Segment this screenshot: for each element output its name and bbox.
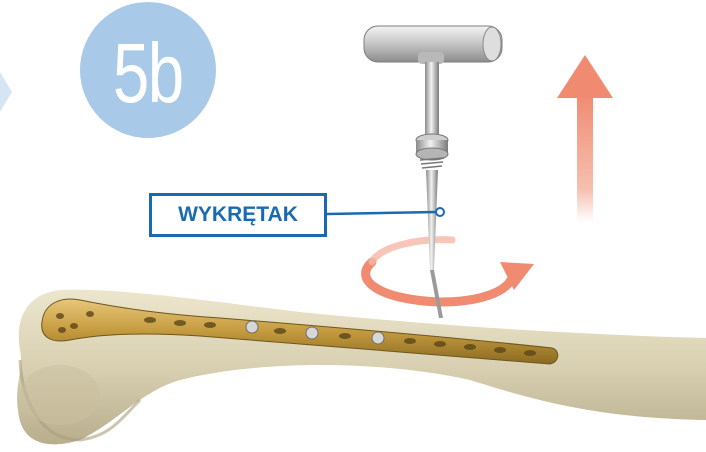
callout-label-box: WYKRĘTAK: [149, 193, 327, 237]
step-badge: 5b: [80, 2, 216, 138]
callout-leader-line: [327, 212, 436, 214]
left-edge-arrow-icon: [0, 72, 12, 112]
rotation-arrow-icon: [366, 240, 534, 302]
up-arrow-icon: [557, 55, 613, 222]
callout-label: WYKRĘTAK: [178, 203, 298, 227]
t-handle-screwdriver-icon: [364, 26, 502, 318]
step-number: 5b: [113, 31, 183, 115]
